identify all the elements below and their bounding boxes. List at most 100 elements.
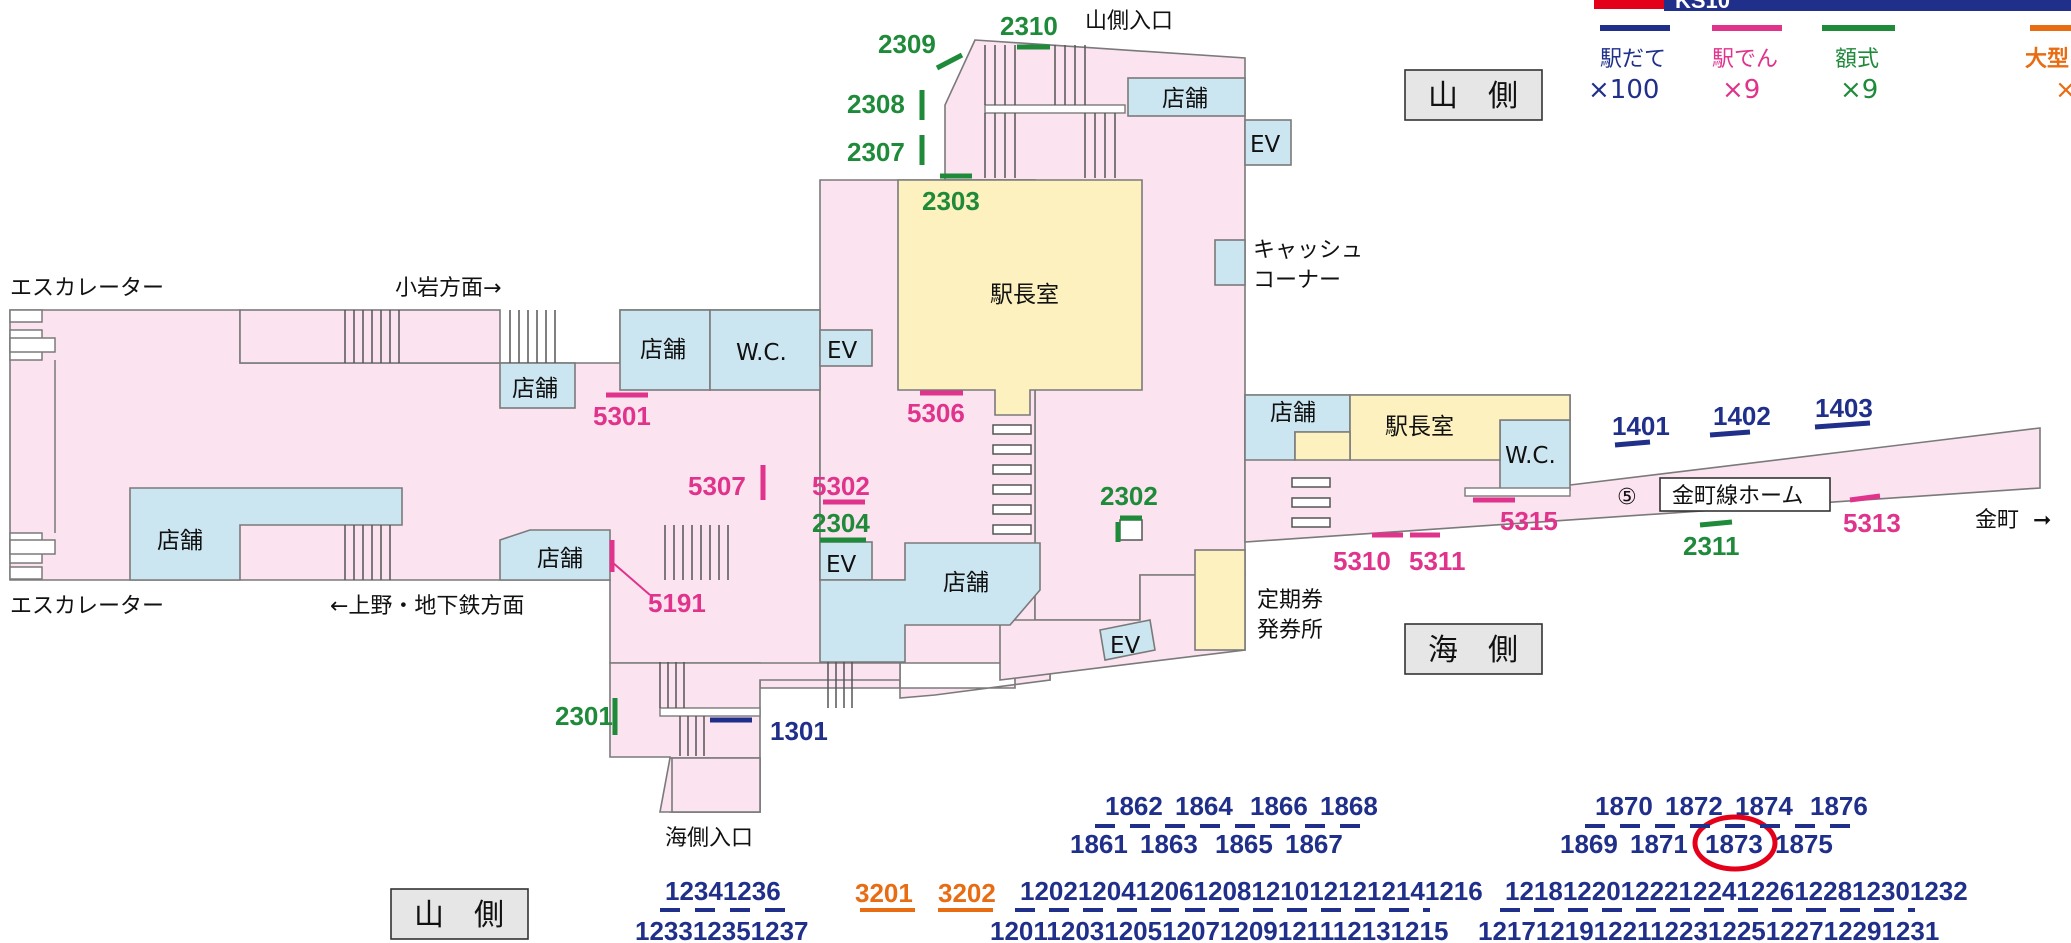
svg-text:金町線ホーム: 金町線ホーム [1672,484,1803,509]
svg-text:店舗: 店舗 [512,376,558,402]
svg-text:2311: 2311 [1683,531,1739,561]
escalator-top-left[interactable] [9,309,56,361]
svg-text:5306: 5306 [907,398,965,428]
svg-text:小岩方面→: 小岩方面→ [395,276,501,301]
escalator-bottom-left[interactable] [9,532,56,580]
svg-text:×9: ×9 [1840,75,1878,105]
svg-text:定期券: 定期券 [1257,588,1323,613]
kiosk-2302 [1119,519,1143,541]
wc-left [709,309,821,391]
svg-text:2308: 2308 [847,89,905,119]
station-master-room [897,179,1143,416]
svg-text:コーナー: コーナー [1253,268,1341,293]
side-boxes: 山 側 海 側 山 側 [390,69,1543,940]
svg-text:2310: 2310 [1000,11,1058,41]
shop-5 [819,542,1041,663]
svg-text:発券所: 発券所 [1257,618,1323,643]
shops [129,77,1571,663]
platform-sign [1659,477,1831,512]
svg-text:120212041206120812101212121412: 12021204120612081210121212141216 [1020,876,1483,906]
svg-text:1875: 1875 [1775,829,1833,859]
ad-numbers-blue: 1301 1401 1402 1403 [770,393,1873,746]
svg-text:1862: 1862 [1105,791,1163,821]
svg-text:店舗: 店舗 [943,570,989,596]
header-blue-bar [1664,0,2071,11]
svg-text:5301: 5301 [593,401,651,431]
ev-center [819,541,873,581]
ev-left [819,329,873,367]
platform-ads: 1862 1864 1866 1868 1861 1863 1865 1867 … [635,791,1968,943]
center-stairs [992,424,1032,535]
svg-text:キャッシュ: キャッシュ [1253,238,1363,263]
svg-text:店舗: 店舗 [157,528,203,554]
svg-text:121712191221122312251227122912: 12171219122112231225122712291231 [1478,916,1939,943]
svg-text:エスカレーター: エスカレーター [10,594,164,619]
svg-text:←上野・地下鉄方面: ←上野・地下鉄方面 [330,594,524,619]
svg-text:店舗: 店舗 [640,337,686,363]
svg-text:1863: 1863 [1140,829,1198,859]
svg-text:駅でん: 駅でん [1712,47,1778,72]
svg-text:×100: ×100 [1588,75,1659,105]
svg-text:1866: 1866 [1250,791,1308,821]
svg-text:1873: 1873 [1705,829,1763,859]
shop-3 [129,487,403,581]
svg-text:1402: 1402 [1713,401,1771,431]
header-code: KS10 [1675,0,1730,13]
svg-text:エスカレーター: エスカレーター [10,276,164,301]
svg-text:2304: 2304 [812,508,870,538]
svg-text:5311: 5311 [1409,546,1465,576]
svg-text:2307: 2307 [847,137,905,167]
cash-corner [1214,239,1246,286]
svg-text:5302: 5302 [812,471,870,501]
svg-text:駅長室: 駅長室 [1385,414,1454,440]
svg-text:5310: 5310 [1333,546,1391,576]
svg-text:店舗: 店舗 [537,546,583,572]
svg-text:W.C.: W.C. [736,340,787,366]
ev-top [1244,119,1292,166]
svg-text:1870: 1870 [1595,791,1653,821]
shop-2 [499,362,576,409]
header-red-block [1594,0,1664,9]
svg-text:店舗: 店舗 [1162,86,1208,112]
svg-text:2309: 2309 [878,29,936,59]
svg-text:2303: 2303 [922,186,980,216]
svg-text:1876: 1876 [1810,791,1868,821]
svg-text:➞: ➞ [2033,508,2051,533]
svg-text:3202: 3202 [938,878,996,908]
svg-text:5307: 5307 [688,471,746,501]
svg-text:山側入口: 山側入口 [1085,9,1173,34]
area-labels: 山側入口 海側入口 エスカレーター エスカレーター 小岩方面→ ←上野・地下鉄方… [10,9,2051,851]
svg-text:12341236: 12341236 [665,876,781,906]
svg-text:×9: ×9 [1722,75,1760,105]
svg-text:⑤: ⑤ [1617,485,1637,510]
svg-text:1865: 1865 [1215,829,1273,859]
right-stairs [1291,477,1331,528]
ad-marks [606,44,1881,735]
svg-text:EV: EV [1250,132,1281,158]
svg-text:2301: 2301 [555,701,613,731]
shop-1 [619,309,711,391]
teiki-office [1194,549,1246,651]
svg-text:5313: 5313 [1843,508,1901,538]
stairs [344,45,1331,756]
legend: 駅だて ×100 駅でん ×9 額式 ×9 大型 × [1588,25,2071,105]
svg-text:金町: 金町 [1975,508,2019,533]
svg-text:1401: 1401 [1612,411,1670,441]
svg-text:121812201222122412261228123012: 12181220122212241226122812301232 [1505,876,1968,906]
svg-text:3201: 3201 [855,878,913,908]
svg-text:EV: EV [826,552,857,578]
svg-text:EV: EV [1110,633,1141,659]
svg-text:1868: 1868 [1320,791,1378,821]
svg-text:5191: 5191 [648,588,706,618]
shop-top [1127,77,1246,117]
svg-text:×: × [2055,75,2071,105]
svg-text:1872: 1872 [1665,791,1723,821]
ad-numbers-green: 2301 2302 2303 2304 2307 2308 2309 2310 … [555,11,1739,731]
svg-text:1301: 1301 [770,716,828,746]
svg-text:1871: 1871 [1630,829,1688,859]
svg-text:海 側: 海 側 [1428,633,1518,668]
svg-text:大型: 大型 [2025,47,2069,72]
highlight-circle-1873 [1692,814,1778,872]
ev-bottom [1099,619,1156,661]
